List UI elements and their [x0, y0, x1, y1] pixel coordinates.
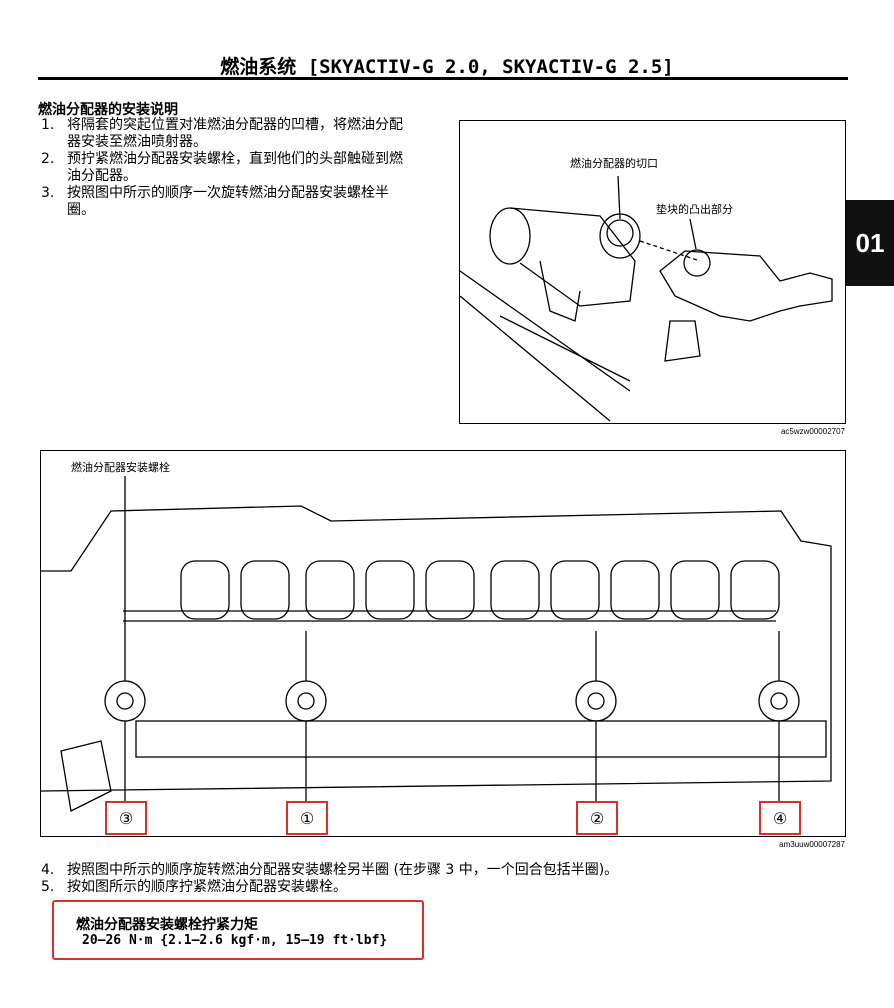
notch-label: 燃油分配器的切口 [570, 157, 658, 170]
section-tab: 01 [846, 200, 894, 286]
title-divider [38, 77, 848, 80]
bolt [285, 631, 327, 801]
injector-illustration [460, 175, 833, 422]
bolt [104, 476, 146, 801]
step-number: 5. [41, 879, 55, 895]
step-text: 按照图中所示的顺序一次旋转燃油分配器安装螺栓半圈。 [67, 185, 389, 218]
step-item: 4. 按照图中所示的顺序旋转燃油分配器安装螺栓另半圈 (在步骤 3 中，一个回合包… [38, 862, 738, 879]
intake-port [305, 560, 355, 620]
intake-port [180, 560, 230, 620]
bolt [575, 631, 617, 801]
page-title: 燃油系统 [SKYACTIV-G 2.0, SKYACTIV-G 2.5] [220, 56, 674, 78]
torque-title: 燃油分配器安装螺栓拧紧力矩 [76, 917, 258, 933]
bolt-order-marker: ③ [105, 801, 147, 835]
intake-port [490, 560, 540, 620]
intake-port [425, 560, 475, 620]
intake-port [365, 560, 415, 620]
intake-port [610, 560, 660, 620]
intake-port [550, 560, 600, 620]
step-item: 3. 按照图中所示的顺序一次旋转燃油分配器安装螺栓半圈。 [38, 185, 410, 219]
bolt-order-marker: ② [576, 801, 618, 835]
step-text: 预拧紧燃油分配器安装螺栓，直到他们的头部触碰到燃油分配器。 [67, 151, 403, 184]
section-heading: 燃油分配器的安装说明 [38, 102, 178, 118]
fuel-rail-illustration [41, 476, 832, 812]
torque-spec-box: 燃油分配器安装螺栓拧紧力矩 20—26 N·m {2.1—2.6 kgf·m, … [52, 900, 424, 960]
figure-code: ac5wzw00002707 [780, 427, 845, 436]
injector-figure: 燃油分配器的切口 垫块的凸出部分 [459, 120, 846, 424]
step-number: 2. [41, 151, 55, 167]
bolt-order-marker: ④ [759, 801, 801, 835]
figure-code: am3uuw00007287 [779, 840, 845, 849]
steps-top-list: 1. 将隔套的突起位置对准燃油分配器的凹槽，将燃油分配器安装至燃油喷射器。 2. 预… [38, 117, 410, 219]
step-text: 按如图所示的顺序拧紧燃油分配器安装螺栓。 [67, 879, 347, 895]
step-item: 2. 预拧紧燃油分配器安装螺栓，直到他们的头部触碰到燃油分配器。 [38, 151, 410, 185]
step-number: 3. [41, 185, 55, 201]
steps-bottom-list: 4. 按照图中所示的顺序旋转燃油分配器安装螺栓另半圈 (在步骤 3 中，一个回合包… [38, 862, 738, 896]
fuel-rail-figure: 燃油分配器安装螺栓 ③ ① ② ④ [40, 450, 846, 837]
bolt-label: 燃油分配器安装螺栓 [71, 461, 170, 474]
bolt [758, 631, 800, 801]
step-item: 5. 按如图所示的顺序拧紧燃油分配器安装螺栓。 [38, 879, 738, 896]
step-text: 将隔套的突起位置对准燃油分配器的凹槽，将燃油分配器安装至燃油喷射器。 [67, 117, 403, 150]
protrusion-label: 垫块的凸出部分 [656, 203, 733, 216]
step-text: 按照图中所示的顺序旋转燃油分配器安装螺栓另半圈 (在步骤 3 中，一个回合包括半… [67, 862, 619, 878]
torque-value: 20—26 N·m {2.1—2.6 kgf·m, 15—19 ft·lbf} [82, 933, 388, 948]
step-number: 1. [41, 117, 55, 133]
intake-port [670, 560, 720, 620]
intake-port [730, 560, 780, 620]
intake-port [240, 560, 290, 620]
step-item: 1. 将隔套的突起位置对准燃油分配器的凹槽，将燃油分配器安装至燃油喷射器。 [38, 117, 410, 151]
bolt-order-marker: ① [286, 801, 328, 835]
step-number: 4. [41, 862, 55, 878]
